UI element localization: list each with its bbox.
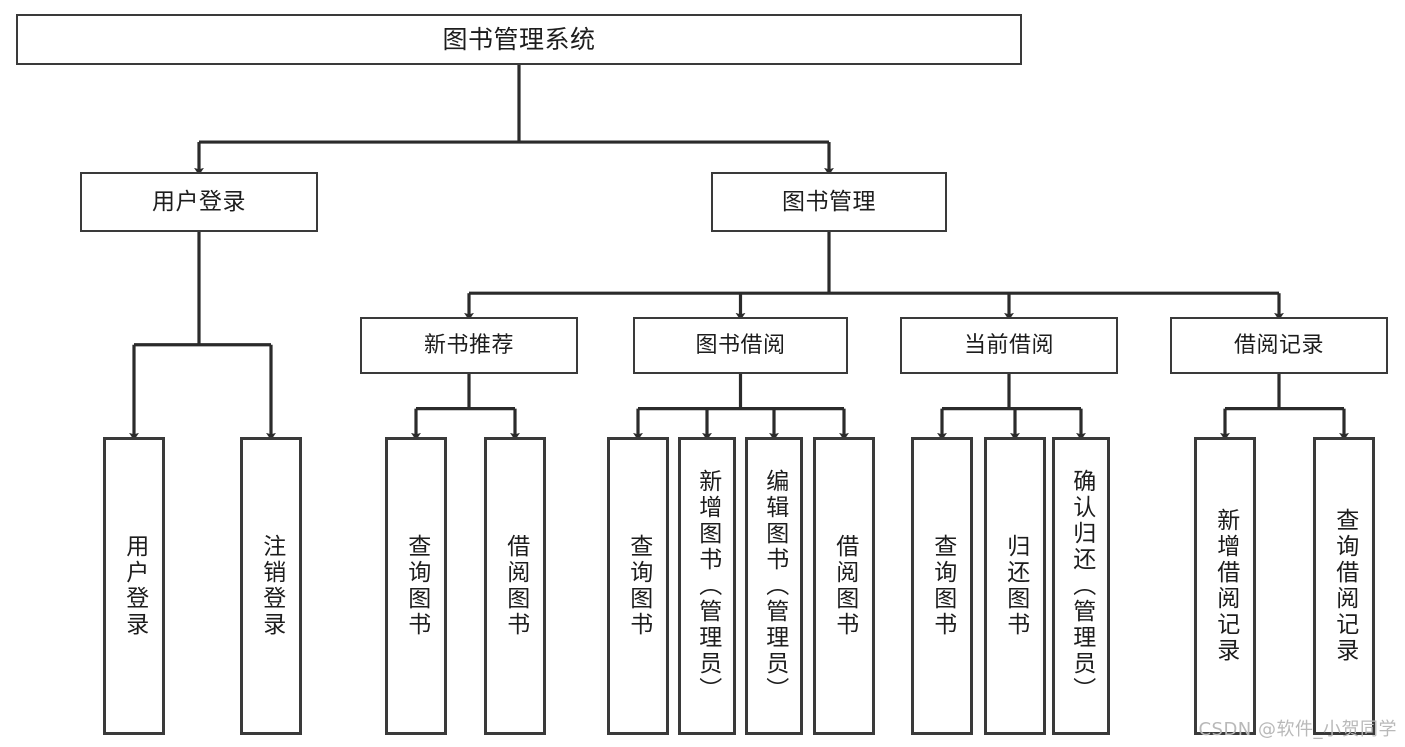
node-leaf-add-book[interactable]: 新增图书（管理员） — [678, 437, 736, 735]
node-label-leaf-return-book: 归还图书 — [1002, 534, 1029, 638]
node-label-leaf-user-login: 用户登录 — [121, 534, 148, 638]
node-leaf-query-book-3[interactable]: 查询图书 — [911, 437, 973, 735]
node-label-leaf-add-book: 新增图书（管理员） — [694, 469, 721, 703]
node-label-current-borrow: 当前借阅 — [963, 332, 1054, 358]
node-borrow-record[interactable]: 借阅记录 — [1170, 317, 1388, 374]
node-current-borrow[interactable]: 当前借阅 — [900, 317, 1118, 374]
node-leaf-borrow-book-1[interactable]: 借阅图书 — [484, 437, 546, 735]
node-label-leaf-query-book-1: 查询图书 — [403, 534, 430, 638]
node-label-book-borrow: 图书借阅 — [695, 332, 786, 358]
node-label-leaf-borrow-book-2: 借阅图书 — [831, 534, 858, 638]
node-label-leaf-user-logout: 注销登录 — [258, 534, 285, 638]
node-label-leaf-edit-book: 编辑图书（管理员） — [761, 469, 788, 703]
node-user-login[interactable]: 用户登录 — [80, 172, 318, 232]
node-leaf-return-book[interactable]: 归还图书 — [984, 437, 1046, 735]
node-label-leaf-query-book-2: 查询图书 — [625, 534, 652, 638]
node-leaf-user-logout[interactable]: 注销登录 — [240, 437, 302, 735]
node-label-root: 图书管理系统 — [442, 25, 596, 54]
node-root[interactable]: 图书管理系统 — [16, 14, 1022, 65]
node-leaf-add-record[interactable]: 新增借阅记录 — [1194, 437, 1256, 735]
node-label-book-manage: 图书管理 — [782, 188, 876, 215]
node-new-book-rec[interactable]: 新书推荐 — [360, 317, 578, 374]
node-label-leaf-add-record: 新增借阅记录 — [1212, 508, 1239, 664]
node-leaf-confirm-return[interactable]: 确认归还（管理员） — [1052, 437, 1110, 735]
node-leaf-query-book-2[interactable]: 查询图书 — [607, 437, 669, 735]
node-label-leaf-confirm-return: 确认归还（管理员） — [1068, 469, 1095, 703]
node-label-borrow-record: 借阅记录 — [1233, 332, 1324, 358]
node-leaf-query-record[interactable]: 查询借阅记录 — [1313, 437, 1375, 735]
node-book-manage[interactable]: 图书管理 — [711, 172, 947, 232]
node-leaf-user-login[interactable]: 用户登录 — [103, 437, 165, 735]
node-book-borrow[interactable]: 图书借阅 — [633, 317, 848, 374]
node-label-user-login: 用户登录 — [152, 188, 246, 215]
node-leaf-query-book-1[interactable]: 查询图书 — [385, 437, 447, 735]
watermark-text: CSDN @软件_小贺同学 — [1198, 719, 1397, 740]
node-label-leaf-borrow-book-1: 借阅图书 — [502, 534, 529, 638]
node-leaf-borrow-book-2[interactable]: 借阅图书 — [813, 437, 875, 735]
node-label-leaf-query-book-3: 查询图书 — [929, 534, 956, 638]
node-label-new-book-rec: 新书推荐 — [423, 332, 514, 358]
node-label-leaf-query-record: 查询借阅记录 — [1331, 508, 1358, 664]
node-leaf-edit-book[interactable]: 编辑图书（管理员） — [745, 437, 803, 735]
